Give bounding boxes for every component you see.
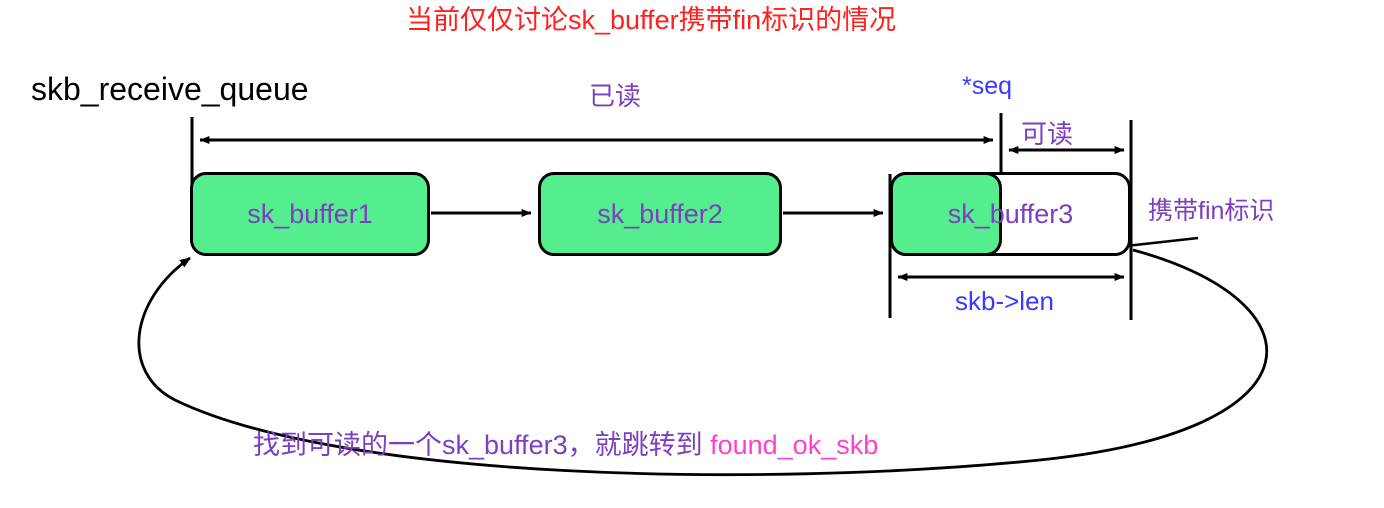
leader-fin-flag xyxy=(1116,236,1199,249)
skb-node-1-label: sk_buffer1 xyxy=(247,198,373,229)
annotation-seq-pointer: *seq xyxy=(962,72,1013,100)
skb-node-2: sk_buffer2 xyxy=(538,172,782,256)
queue-label: skb_receive_queue xyxy=(31,71,309,107)
annotation-readable-span: 可读 xyxy=(1021,119,1074,149)
caption-accent-label: found_ok_skb xyxy=(710,430,879,460)
page-title: 当前仅仅讨论sk_buffer携带fin标识的情况 xyxy=(406,5,897,35)
annotation-fin-flag: 携带fin标识 xyxy=(1148,197,1275,225)
caption-text: 找到可读的一个sk_buffer3，就跳转到 xyxy=(253,430,711,460)
skb-node-2-label: sk_buffer2 xyxy=(597,198,723,229)
skb-node-3-read-portion xyxy=(890,172,1002,256)
annotation-skb-len: skb->len xyxy=(955,286,1054,316)
annotation-read-span: 已读 xyxy=(589,81,642,111)
skb-node-1: sk_buffer1 xyxy=(190,172,430,256)
loop-back-arrow xyxy=(137,248,1268,477)
diagram-caption: 找到可读的一个sk_buffer3，就跳转到 found_ok_skb xyxy=(253,432,878,459)
